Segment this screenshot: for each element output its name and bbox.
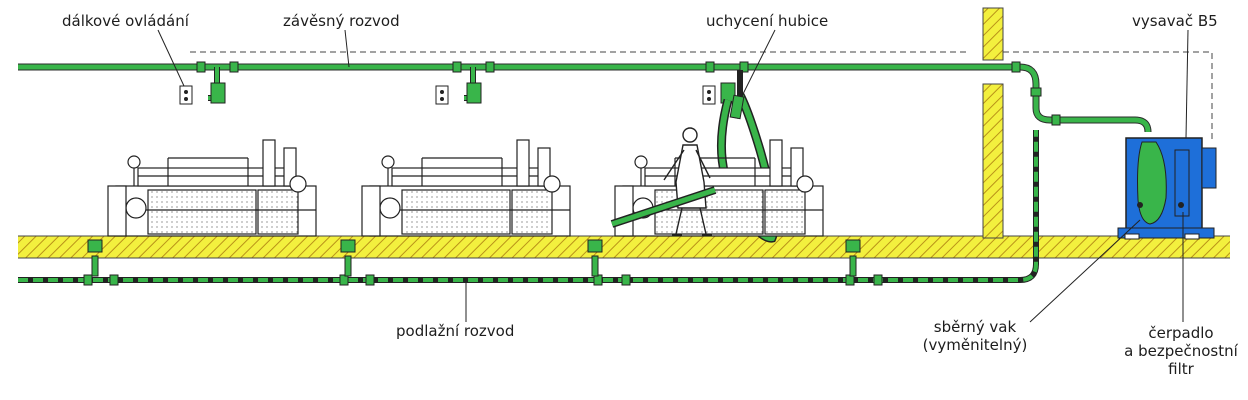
label-hanging-distribution: závěsný rozvod xyxy=(283,12,400,30)
leader-lines xyxy=(157,29,1189,323)
floor-pipe xyxy=(18,130,1039,286)
label-pump-filter-line2: a bezpečnostní xyxy=(1124,342,1238,360)
wall xyxy=(982,7,1004,239)
outlet-2 xyxy=(435,67,482,105)
label-vacuum-b5: vysavač B5 xyxy=(1132,12,1218,30)
label-pump-filter-line3: filtr xyxy=(1168,360,1194,378)
label-collection-bag-line1: sběrný vak xyxy=(933,318,1017,336)
label-nozzle-holder: uchycení hubice xyxy=(706,12,829,30)
label-collection-bag: sběrný vak (vyměnitelný) xyxy=(916,318,1034,354)
loom-2 xyxy=(361,139,571,237)
vacuum-unit-b5 xyxy=(1117,137,1217,240)
label-remote-control: dálkové ovládání xyxy=(62,12,189,30)
label-pump-filter: čerpadlo a bezpečnostní filtr xyxy=(1122,324,1240,378)
label-floor-distribution: podlažní rozvod xyxy=(396,322,515,340)
hanging-pipe xyxy=(18,61,1152,133)
label-pump-filter-line1: čerpadlo xyxy=(1148,324,1214,342)
label-collection-bag-line2: (vyměnitelný) xyxy=(922,336,1028,354)
weaving-looms xyxy=(107,139,824,237)
outlet-1 xyxy=(179,67,226,105)
floor-slab xyxy=(18,235,1230,259)
outlet-3 xyxy=(702,82,736,105)
loom-1 xyxy=(107,139,317,237)
ceiling-outlets xyxy=(179,67,736,105)
